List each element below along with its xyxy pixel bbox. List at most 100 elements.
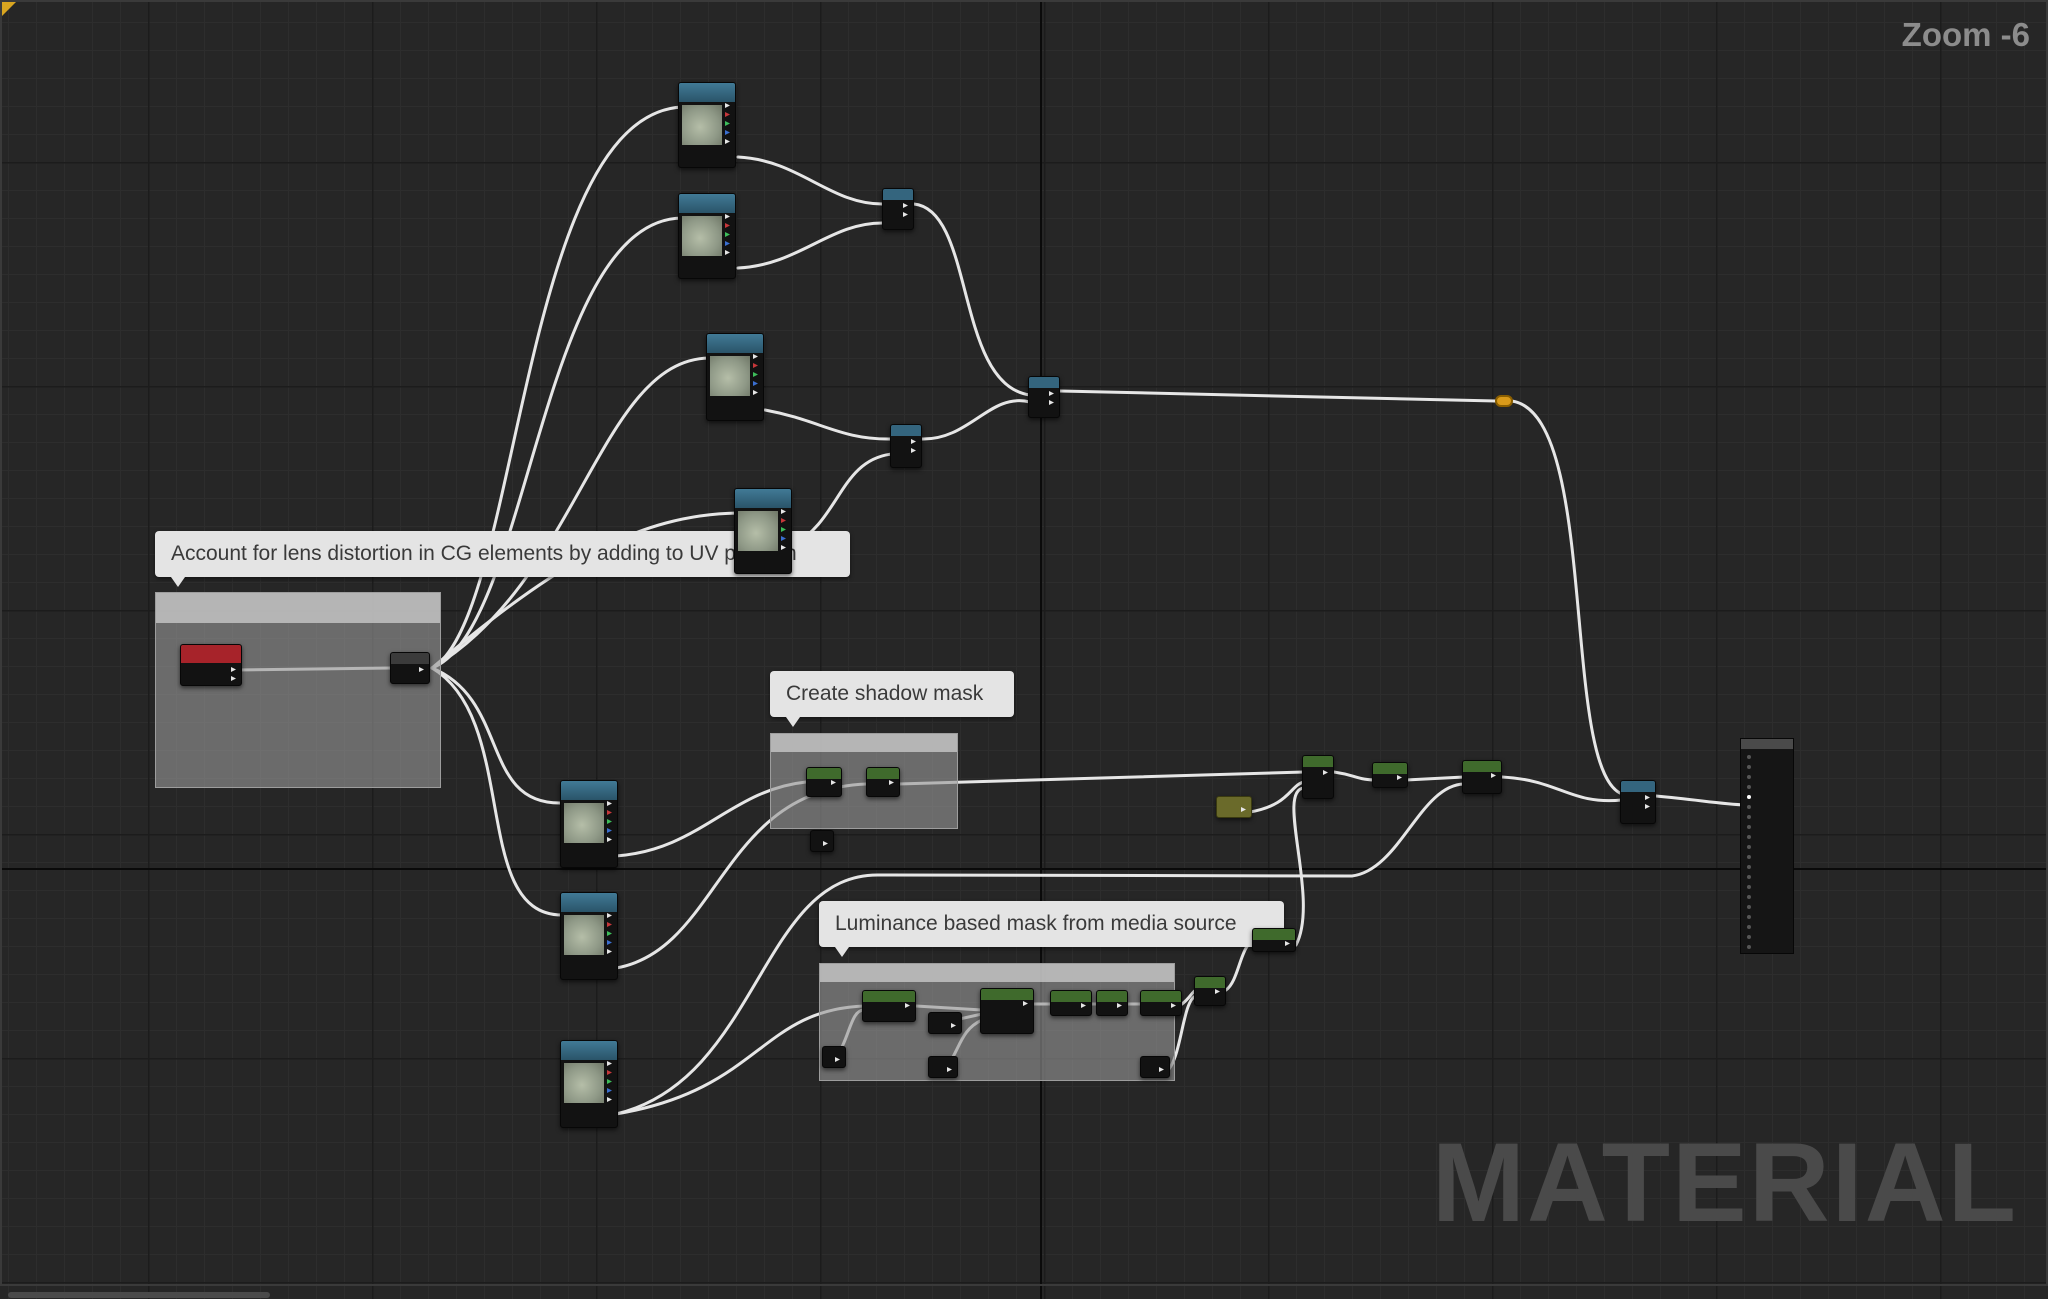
- input-pin-icon[interactable]: [1747, 795, 1751, 799]
- output-pin-icon[interactable]: [725, 250, 730, 255]
- output-pin-icon[interactable]: [725, 130, 730, 135]
- output-pin-icon[interactable]: [1323, 770, 1328, 775]
- input-parameter-node[interactable]: [180, 644, 242, 686]
- lum-node-2[interactable]: [980, 988, 1034, 1034]
- shadow-mask-node-1[interactable]: [806, 767, 842, 797]
- comment-bubble-shadow-mask[interactable]: Create shadow mask: [770, 671, 1014, 727]
- output-pin-icon[interactable]: [1159, 1067, 1164, 1072]
- lum-node-5[interactable]: [1140, 990, 1182, 1016]
- output-pin-icon[interactable]: [831, 780, 836, 785]
- add-node-1[interactable]: [882, 188, 914, 230]
- comment-box-lens-distortion[interactable]: [155, 592, 441, 788]
- output-pin-icon[interactable]: [725, 241, 730, 246]
- output-pin-icon[interactable]: [725, 103, 730, 108]
- output-pin-icon[interactable]: [607, 810, 612, 815]
- output-pin-icon[interactable]: [1049, 400, 1054, 405]
- input-pin-icon[interactable]: [1747, 785, 1751, 789]
- output-pin-icon[interactable]: [231, 667, 236, 672]
- input-pin-icon[interactable]: [1747, 895, 1751, 899]
- output-pin-icon[interactable]: [607, 1097, 612, 1102]
- output-pin-icon[interactable]: [607, 922, 612, 927]
- output-pin-icon[interactable]: [231, 676, 236, 681]
- output-pin-icon[interactable]: [1171, 1003, 1176, 1008]
- final-add-node[interactable]: [1620, 780, 1656, 824]
- input-pin-icon[interactable]: [1747, 775, 1751, 779]
- output-pin-icon[interactable]: [725, 214, 730, 219]
- output-pin-icon[interactable]: [725, 223, 730, 228]
- output-pin-icon[interactable]: [753, 363, 758, 368]
- output-pin-icon[interactable]: [419, 667, 424, 672]
- texture-sample-node-2[interactable]: [678, 193, 736, 279]
- uv-add-node[interactable]: [390, 652, 430, 684]
- texture-sample-node-1[interactable]: [678, 82, 736, 168]
- output-pin-icon[interactable]: [753, 381, 758, 386]
- output-pin-icon[interactable]: [607, 819, 612, 824]
- comment-bubble-luminance-mask[interactable]: Luminance based mask from media source: [819, 901, 1284, 957]
- output-pin-icon[interactable]: [781, 518, 786, 523]
- output-pin-icon[interactable]: [889, 780, 894, 785]
- lum-const-node-3[interactable]: [928, 1056, 958, 1078]
- output-pin-icon[interactable]: [951, 1023, 956, 1028]
- output-pin-icon[interactable]: [835, 1057, 840, 1062]
- input-pin-icon[interactable]: [1747, 865, 1751, 869]
- output-pin-icon[interactable]: [725, 112, 730, 117]
- input-pin-icon[interactable]: [1747, 915, 1751, 919]
- output-pin-icon[interactable]: [911, 448, 916, 453]
- input-pin-icon[interactable]: [1747, 805, 1751, 809]
- output-pin-icon[interactable]: [607, 931, 612, 936]
- output-pin-icon[interactable]: [753, 390, 758, 395]
- output-pin-icon[interactable]: [903, 212, 908, 217]
- input-pin-icon[interactable]: [1747, 945, 1751, 949]
- output-pin-icon[interactable]: [1491, 773, 1496, 778]
- add-node-2[interactable]: [890, 424, 922, 468]
- material-output-node[interactable]: [1740, 738, 1794, 954]
- output-pin-icon[interactable]: [1645, 795, 1650, 800]
- output-pin-icon[interactable]: [947, 1067, 952, 1072]
- shadow-mask-const-node[interactable]: [810, 830, 834, 852]
- shadow-mask-node-2[interactable]: [866, 767, 900, 797]
- input-pin-icon[interactable]: [1747, 885, 1751, 889]
- output-pin-icon[interactable]: [607, 1061, 612, 1066]
- lum-node-7[interactable]: [1252, 928, 1296, 952]
- input-pin-icon[interactable]: [1747, 875, 1751, 879]
- lum-node-3[interactable]: [1050, 990, 1092, 1016]
- output-pin-icon[interactable]: [607, 801, 612, 806]
- output-pin-icon[interactable]: [725, 232, 730, 237]
- input-pin-icon[interactable]: [1747, 835, 1751, 839]
- lum-node-4[interactable]: [1096, 990, 1128, 1016]
- output-pin-icon[interactable]: [911, 439, 916, 444]
- output-pin-icon[interactable]: [607, 949, 612, 954]
- output-pin-icon[interactable]: [607, 940, 612, 945]
- horizontal-scrollbar[interactable]: [8, 1292, 270, 1298]
- output-pin-icon[interactable]: [781, 509, 786, 514]
- output-pin-icon[interactable]: [1117, 1003, 1122, 1008]
- input-pin-icon[interactable]: [1747, 765, 1751, 769]
- shadow-texture-node-2[interactable]: [560, 892, 618, 980]
- output-pin-icon[interactable]: [1645, 804, 1650, 809]
- input-pin-icon[interactable]: [1747, 845, 1751, 849]
- output-pin-icon[interactable]: [781, 536, 786, 541]
- output-pin-icon[interactable]: [725, 121, 730, 126]
- output-pin-icon[interactable]: [607, 1070, 612, 1075]
- lum-node-6[interactable]: [1194, 976, 1226, 1006]
- lum-const-node-4[interactable]: [1140, 1056, 1170, 1078]
- input-pin-icon[interactable]: [1747, 815, 1751, 819]
- output-pin-icon[interactable]: [607, 1088, 612, 1093]
- output-pin-icon[interactable]: [781, 527, 786, 532]
- input-pin-icon[interactable]: [1747, 935, 1751, 939]
- media-texture-node[interactable]: [560, 1040, 618, 1128]
- output-pin-icon[interactable]: [753, 354, 758, 359]
- output-pin-icon[interactable]: [1215, 989, 1220, 994]
- lerp-node[interactable]: [1302, 755, 1334, 799]
- multiply-node-2[interactable]: [1462, 760, 1502, 794]
- input-pin-icon[interactable]: [1747, 755, 1751, 759]
- output-pin-icon[interactable]: [607, 828, 612, 833]
- input-pin-icon[interactable]: [1747, 905, 1751, 909]
- output-pin-icon[interactable]: [823, 841, 828, 846]
- output-pin-icon[interactable]: [1049, 391, 1054, 396]
- lum-const-node-2[interactable]: [928, 1012, 962, 1034]
- output-pin-icon[interactable]: [905, 1003, 910, 1008]
- output-pin-icon[interactable]: [607, 837, 612, 842]
- texture-sample-node-3[interactable]: [706, 333, 764, 421]
- multiply-node-1[interactable]: [1372, 762, 1408, 788]
